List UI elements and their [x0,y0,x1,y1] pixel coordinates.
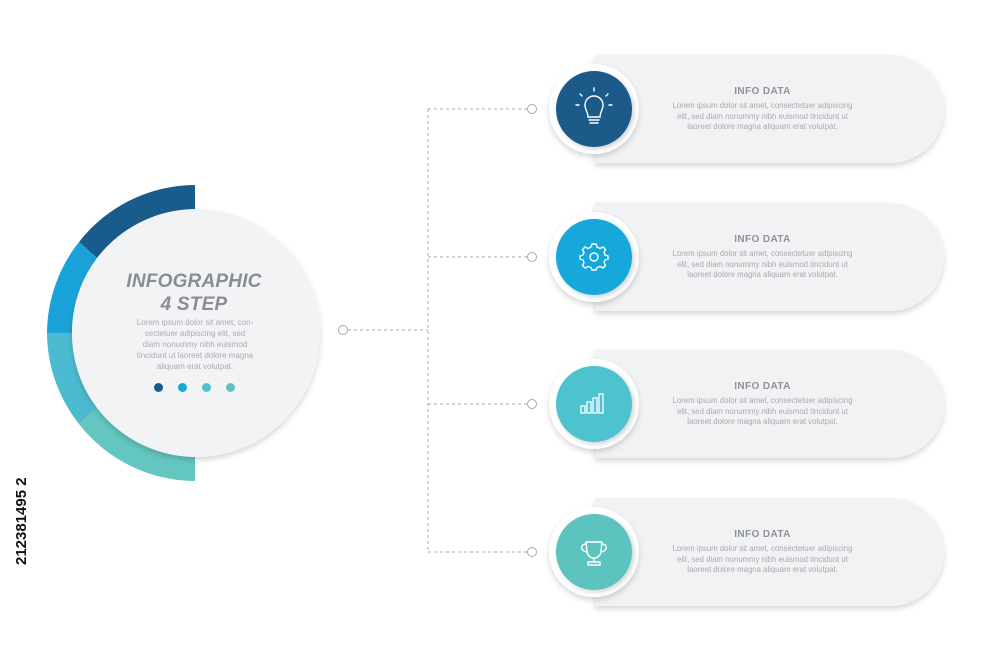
step-card-1 [549,55,944,163]
step-3-description-line: Lorem ipsum dolor sit amet, consectetuer… [672,396,853,405]
step-3-description-line: elit, sed diam nonummy nibh euismod tinc… [677,406,848,416]
connector-node-main [338,325,348,335]
step-3-description-line: laoreet dolore magna aliquam erat volutp… [687,417,838,426]
step-card-2 [549,203,944,311]
step-4-title: INFO DATA [734,529,791,540]
step-dot-2 [178,383,187,392]
step-1-description: Lorem ipsum dolor sit amet, consectetuer… [650,101,875,133]
step-2-description-line: elit, sed diam nonummy nibh euismod tinc… [677,259,848,269]
step-1-title: INFO DATA [734,86,791,97]
step-dot-1 [154,383,163,392]
bar-chart-icon [580,393,604,414]
arc-segment-3 [47,333,97,424]
connector-node-4 [527,547,537,557]
connector-node-2 [527,252,537,262]
step-2-description-line: Lorem ipsum dolor sit amet, consectetuer… [672,249,853,258]
step-3-title: INFO DATA [734,381,791,392]
arc-segment-1 [79,185,195,258]
main-title-line2: 4 STEP [160,294,228,315]
progress-arc [47,185,195,481]
step-dot-4 [226,383,235,392]
connector-node-3 [527,399,537,409]
step-2-description-line: laoreet dolore magna aliquam erat volutp… [687,270,838,279]
main-circle [72,209,320,457]
main-description-line: tincidunt ut laoreet dolore magna [136,351,254,360]
main-title-line1: INFOGRAPHIC [126,271,262,292]
step-2-title: INFO DATA [734,234,791,245]
trophy-icon [580,541,608,566]
main-description-line: sectetuer adipiscing elit, sed [144,329,246,338]
main-description-line: aliquam erat volutpat. [156,362,234,371]
lightbulb-icon [575,87,613,124]
step-2-description: Lorem ipsum dolor sit amet, consectetuer… [650,249,875,281]
step-4-description-line: elit, sed diam nonummy nibh euismod tinc… [677,554,848,564]
step-dot-3 [202,383,211,392]
main-description: Lorem ipsum dolor sit amet, con- sectetu… [120,317,270,372]
step-4-description-line: Lorem ipsum dolor sit amet, consectetuer… [672,544,853,553]
step-1-description-line: elit, sed diam nonummy nibh euismod tinc… [677,111,848,121]
step-3-description: Lorem ipsum dolor sit amet, consectetuer… [650,396,875,428]
step-card-3 [549,350,944,458]
gear-icon [579,243,609,271]
main-description-line: Lorem ipsum dolor sit amet, con- [136,318,254,327]
arc-segment-4 [79,408,195,481]
step-1-description-line: Lorem ipsum dolor sit amet, consectetuer… [672,101,853,110]
step-card-4 [549,498,944,606]
step-4-description: Lorem ipsum dolor sit amet, consectetuer… [650,544,875,576]
stock-id-text: 212381495 2 [13,477,30,565]
step-1-description-line: laoreet dolore magna aliquam erat volutp… [687,122,838,131]
stock-id-label: 212381495 2 [13,477,30,565]
arc-segment-2 [47,242,97,333]
connector-lines [348,108,527,553]
connector-node-1 [527,104,537,114]
step-4-description-line: laoreet dolore magna aliquam erat volutp… [687,565,838,574]
main-description-line: diam nonummy nibh euismod [142,340,248,349]
